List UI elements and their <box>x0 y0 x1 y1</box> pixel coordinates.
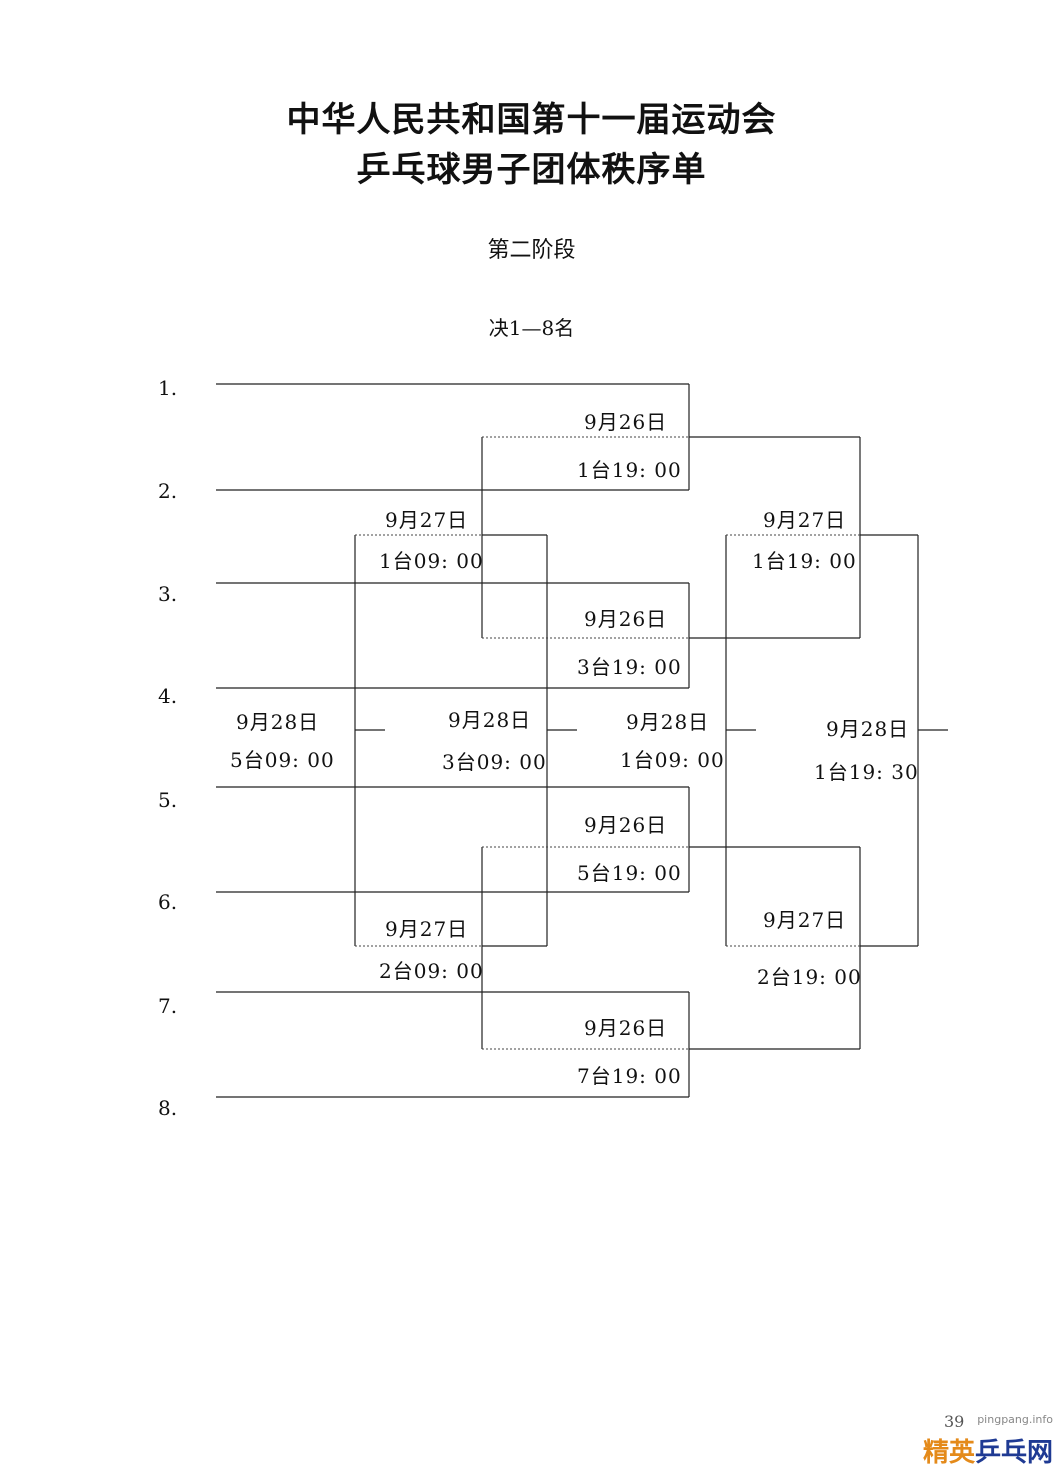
watermark-brand-a: 精英 <box>922 1438 975 1468</box>
seed-1: 1. <box>158 376 178 400</box>
f-56-time: 3台09: 00 <box>442 750 547 774</box>
seed-4: 4. <box>158 684 178 708</box>
r1-m2-time: 3台19: 00 <box>577 655 682 679</box>
seed-3: 3. <box>158 582 178 606</box>
seed-6: 6. <box>158 890 178 914</box>
seed-8: 8. <box>158 1096 178 1120</box>
f-12-date: 9月28日 <box>826 717 910 741</box>
seed-5: 5. <box>158 788 178 812</box>
f-34-date: 9月28日 <box>626 710 710 734</box>
seed-7: 7. <box>158 994 178 1018</box>
seed-2: 2. <box>158 479 178 503</box>
stage-heading: 第二阶段 <box>487 238 576 263</box>
page-title-line1: 中华人民共和国第十一届运动会 <box>286 100 777 140</box>
r1-m3-date: 9月26日 <box>584 813 668 837</box>
r1-m4-time: 7台19: 00 <box>577 1064 682 1088</box>
w-sf2-date: 9月27日 <box>763 908 847 932</box>
watermark-brand: 精英乒乓网 <box>923 1432 1053 1469</box>
f-12-time: 1台19: 30 <box>814 760 919 784</box>
r1-m4-date: 9月26日 <box>584 1016 668 1040</box>
w-sf1-date: 9月27日 <box>763 508 847 532</box>
w-sf2-time: 2台19: 00 <box>757 965 862 989</box>
r1-m1-time: 1台19: 00 <box>577 458 682 482</box>
r1-m2-date: 9月26日 <box>584 607 668 631</box>
w-sf1-time: 1台19: 00 <box>752 549 857 573</box>
f-78-date: 9月28日 <box>236 710 320 734</box>
l-sf1-date: 9月27日 <box>385 508 469 532</box>
l-sf1-time: 1台09: 00 <box>379 549 484 573</box>
section-heading: 决1—8名 <box>488 316 575 340</box>
f-78-time: 5台09: 00 <box>230 748 335 772</box>
page-number: 39 <box>944 1412 965 1431</box>
page-title-line2: 乒乓球男子团体秩序单 <box>356 150 707 190</box>
watermark-brand-b: 乒乓网 <box>974 1438 1053 1468</box>
watermark-logo: pingpang.info 精英乒乓网 <box>917 1411 1057 1471</box>
r1-m1-date: 9月26日 <box>584 410 668 434</box>
l-sf2-date: 9月27日 <box>385 917 469 941</box>
f-34-time: 1台09: 00 <box>620 748 725 772</box>
watermark-url: pingpang.info <box>977 1413 1053 1426</box>
f-56-date: 9月28日 <box>448 708 532 732</box>
r1-m3-time: 5台19: 00 <box>577 861 682 885</box>
l-sf2-time: 2台09: 00 <box>379 959 484 983</box>
